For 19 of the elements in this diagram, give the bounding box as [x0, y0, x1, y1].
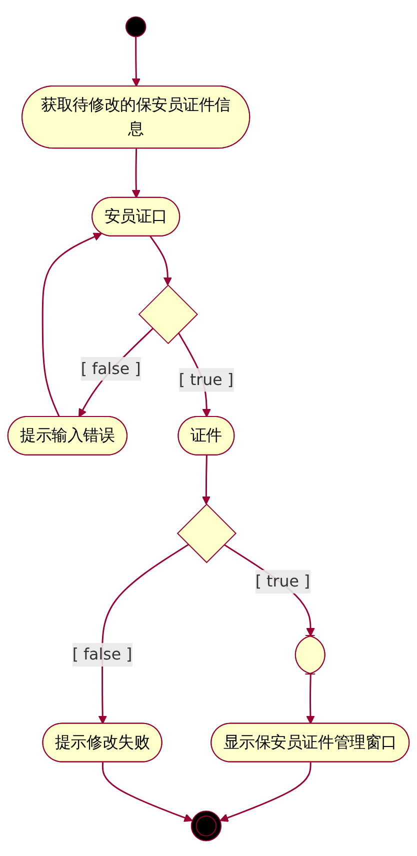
- edge-label: [ true ]: [178, 370, 234, 390]
- node-diamond: [176, 504, 237, 564]
- node-circle: [125, 16, 146, 38]
- arrow: [98, 544, 189, 724]
- node-diamond: [138, 284, 198, 344]
- arrow: [132, 36, 141, 87]
- arrow: [42, 232, 102, 418]
- edge-label: [ true ]: [255, 572, 310, 591]
- arrow: [78, 328, 154, 418]
- edge-label: [ false ]: [72, 645, 132, 664]
- edge-label: [ false ]: [80, 359, 141, 378]
- node-circle: [190, 810, 222, 842]
- arrow: [220, 762, 312, 822]
- arrow: [150, 236, 172, 286]
- arrow: [202, 456, 211, 505]
- arrow: [224, 544, 315, 637]
- arrow: [132, 148, 141, 198]
- arrow: [306, 674, 315, 724]
- arrow: [102, 762, 193, 822]
